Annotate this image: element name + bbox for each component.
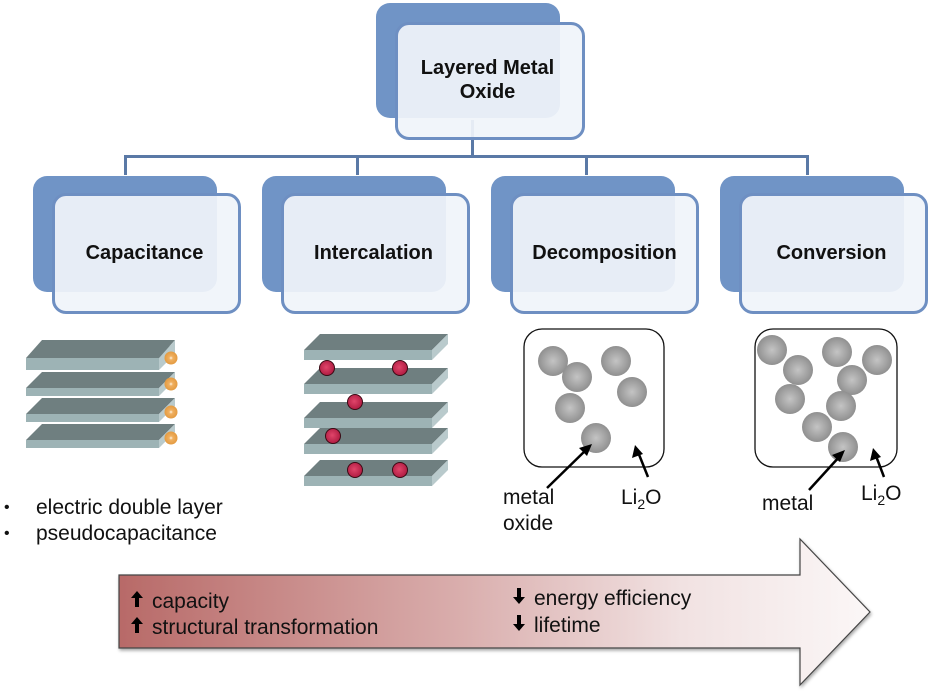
layer-sheet [26,372,175,396]
trend-item-capacity: capacity [130,590,229,614]
trend-arrow [118,537,871,687]
trend-text: structural transformation [152,616,379,639]
layer-sheet [304,460,448,486]
intercalation-layers-illustration [304,334,448,486]
li2o-prefix: Li [861,482,878,505]
category-label: Decomposition [532,242,677,264]
note-text: pseudocapacitance [36,522,217,545]
layer-sheet [26,340,175,366]
label-metal-oxide-line2: oxide [503,512,554,535]
particle [538,346,568,376]
layer-sheet [304,368,448,394]
label-li2o-decomposition: Li2O [621,486,662,512]
capacitance-layers-illustration [26,340,178,448]
particle [828,432,858,462]
intercalated-ion [319,360,335,376]
particle [555,393,585,423]
root-node-front [395,22,585,140]
root-label-line1: Layered Metal [420,57,555,79]
connector-conversion [806,155,809,175]
connector-horizontal [124,155,807,158]
li2o-subscript: 2 [877,492,886,509]
particle [826,391,856,421]
arrow-to-li2o [870,448,886,478]
arrow-to-li2o [632,445,650,478]
trend-item-structural-transformation: structural transformation [130,616,378,640]
capacitance-note-1: • electric double layer [4,496,223,520]
li2o-suffix: O [885,482,902,505]
surface-ion [164,405,178,419]
particle [601,346,631,376]
node-front [52,193,241,314]
trend-item-lifetime: lifetime [512,614,601,638]
intercalated-ion [347,394,363,410]
layer-sheet [304,428,448,454]
trend-text: energy efficiency [534,587,692,610]
category-label: Conversion [776,242,887,264]
intercalated-ion [325,428,341,444]
particle [775,384,805,414]
particle [822,337,852,367]
particle [862,345,892,375]
trend-arrow-shape [118,537,871,687]
label-metal-conversion: metal [762,492,814,515]
arrow-down-icon [512,614,534,638]
category-label: Capacitance [85,242,204,264]
node-front [510,193,699,314]
li2o-suffix: O [645,486,662,509]
li2o-subscript: 2 [637,496,646,513]
capacitance-note-2: • pseudocapacitance [4,522,217,546]
conversion-illustration [754,328,898,491]
arrow-to-metal [808,450,845,491]
layer-sheet [304,334,448,360]
connector-intercalation [356,155,359,175]
particle [617,377,647,407]
arrow-to-metal-oxide [546,444,592,489]
surface-ion [164,431,178,445]
particle [783,355,813,385]
node-front [281,193,470,314]
trend-item-energy-efficiency: energy efficiency [512,587,691,611]
intercalated-ion [392,462,408,478]
surface-ion [164,377,178,391]
root-label-line2: Oxide [459,81,516,103]
layer-stack [304,334,448,486]
trend-text: lifetime [534,614,601,637]
li2o-prefix: Li [621,486,638,509]
category-label: Intercalation [314,242,433,264]
root-node-label: Layered Metal Oxide [395,40,580,120]
connector-decomposition [585,155,588,175]
bullet: • [4,499,10,517]
layer-sheet [26,424,175,448]
particle [802,412,832,442]
connector-capacitance [124,155,127,175]
arrow-up-icon [130,590,152,614]
layer-stack [26,340,175,448]
particle [562,362,592,392]
layer-sheet [304,402,448,428]
node-front [739,193,928,314]
surface-ion [164,351,178,365]
label-metal-oxide-line1: metal [503,486,555,509]
label-li2o-conversion: Li2O [861,482,902,508]
intercalated-ion [347,462,363,478]
bullet: • [4,525,10,543]
particle [757,335,787,365]
arrow-up-icon [130,616,152,640]
note-text: electric double layer [36,496,223,519]
particle [837,365,867,395]
intercalated-ion [392,360,408,376]
arrow-down-icon [512,587,534,611]
trend-text: capacity [152,590,230,613]
decomposition-illustration [523,328,665,489]
layer-sheet [26,398,175,422]
